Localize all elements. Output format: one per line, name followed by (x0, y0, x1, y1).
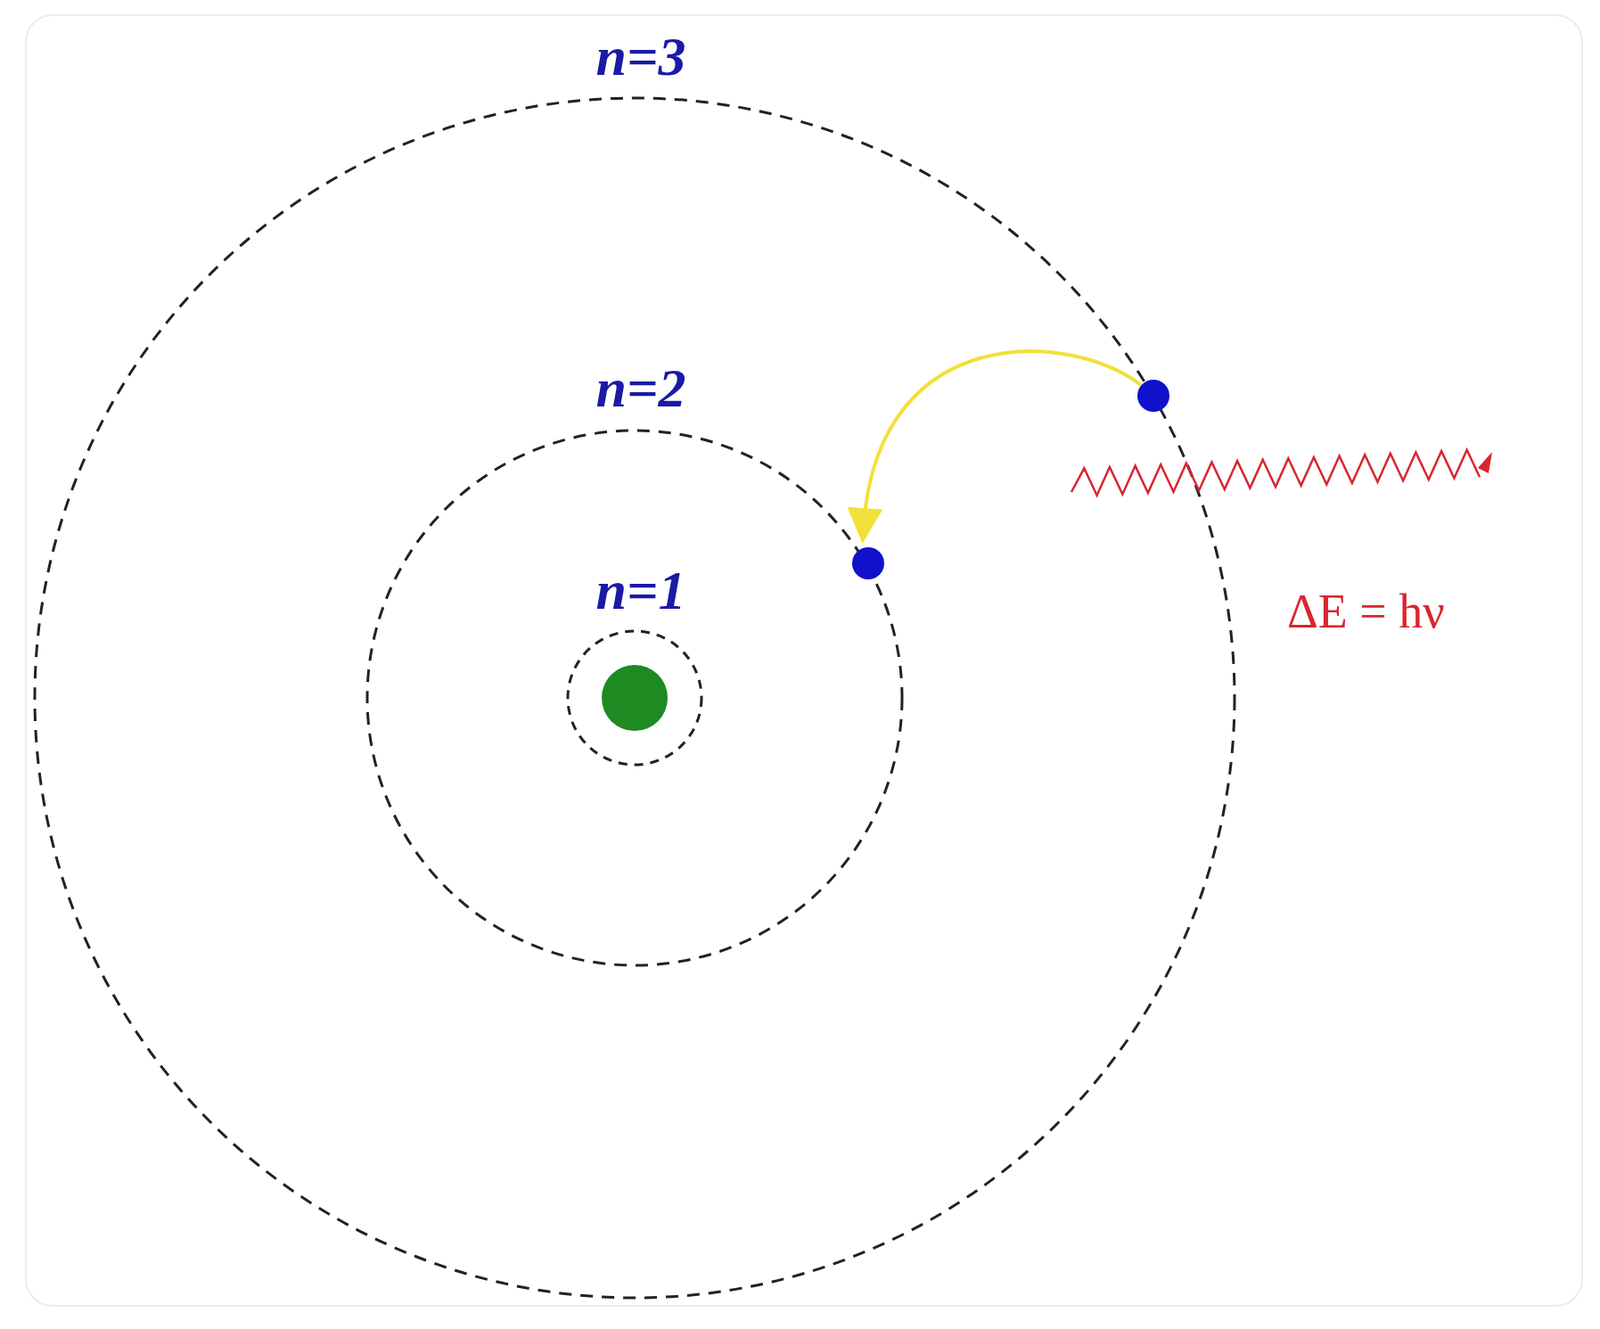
energy-equation: ΔE = hν (1283, 585, 1449, 638)
photon-arrowhead (1477, 451, 1493, 474)
frame (25, 15, 1583, 1306)
orbit-1 (567, 631, 702, 765)
orbit-label: n=3 (596, 28, 687, 84)
transition-arrow (863, 351, 1141, 526)
nucleus (601, 664, 668, 731)
orbit-2 (367, 430, 903, 966)
photon-wave (1071, 450, 1480, 496)
orbit-label: n=1 (596, 562, 687, 618)
orbit-3 (34, 98, 1235, 1298)
electron (852, 547, 885, 580)
electron (1137, 379, 1170, 412)
orbit-label: n=2 (596, 360, 687, 416)
